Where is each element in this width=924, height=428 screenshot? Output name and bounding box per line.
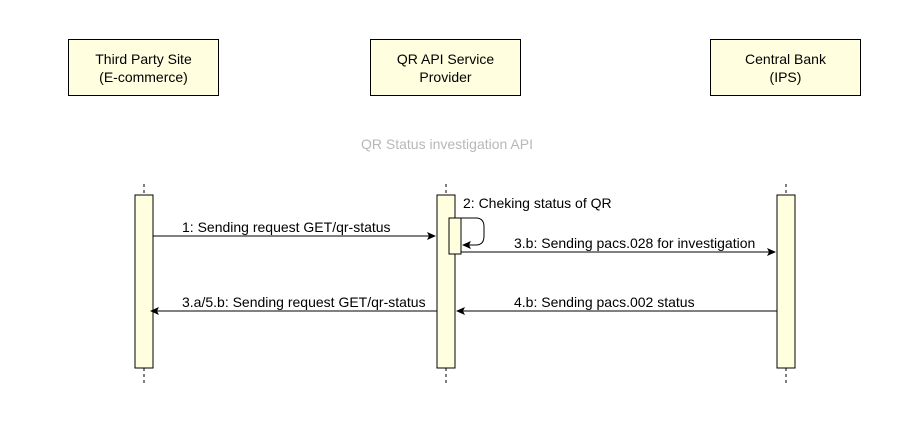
participant-name: Third Party Site [95, 50, 192, 67]
message-label-1: 1: Sending request GET/qr-status [182, 219, 391, 235]
message-label-4b: 4.b: Sending pacs.002 status [514, 294, 695, 310]
activation-bar-third-party [134, 194, 154, 369]
message-arrow-2-self [461, 217, 485, 249]
activation-bar-central-bank [776, 194, 796, 369]
participant-name: Central Bank [745, 50, 826, 67]
participant-third-party-site: Third Party Site (E-commerce) [68, 39, 219, 96]
participant-subtitle: (E-commerce) [99, 68, 188, 85]
participant-name: QR API Service [396, 50, 495, 67]
message-label-3b: 3.b: Sending pacs.028 for investigation [514, 235, 756, 251]
message-label-2: 2: Cheking status of QR [463, 195, 612, 211]
activation-bar-qr-provider-nested [448, 217, 462, 255]
participant-subtitle: (IPS) [769, 68, 802, 85]
participant-subtitle: Provider [419, 68, 472, 85]
participant-central-bank: Central Bank (IPS) [710, 39, 861, 96]
frame-title: QR Status investigation API [361, 136, 533, 152]
message-label-5b: 3.a/5.b: Sending request GET/qr-status [182, 294, 426, 310]
participant-qr-api-service-provider: QR API Service Provider [370, 39, 521, 96]
